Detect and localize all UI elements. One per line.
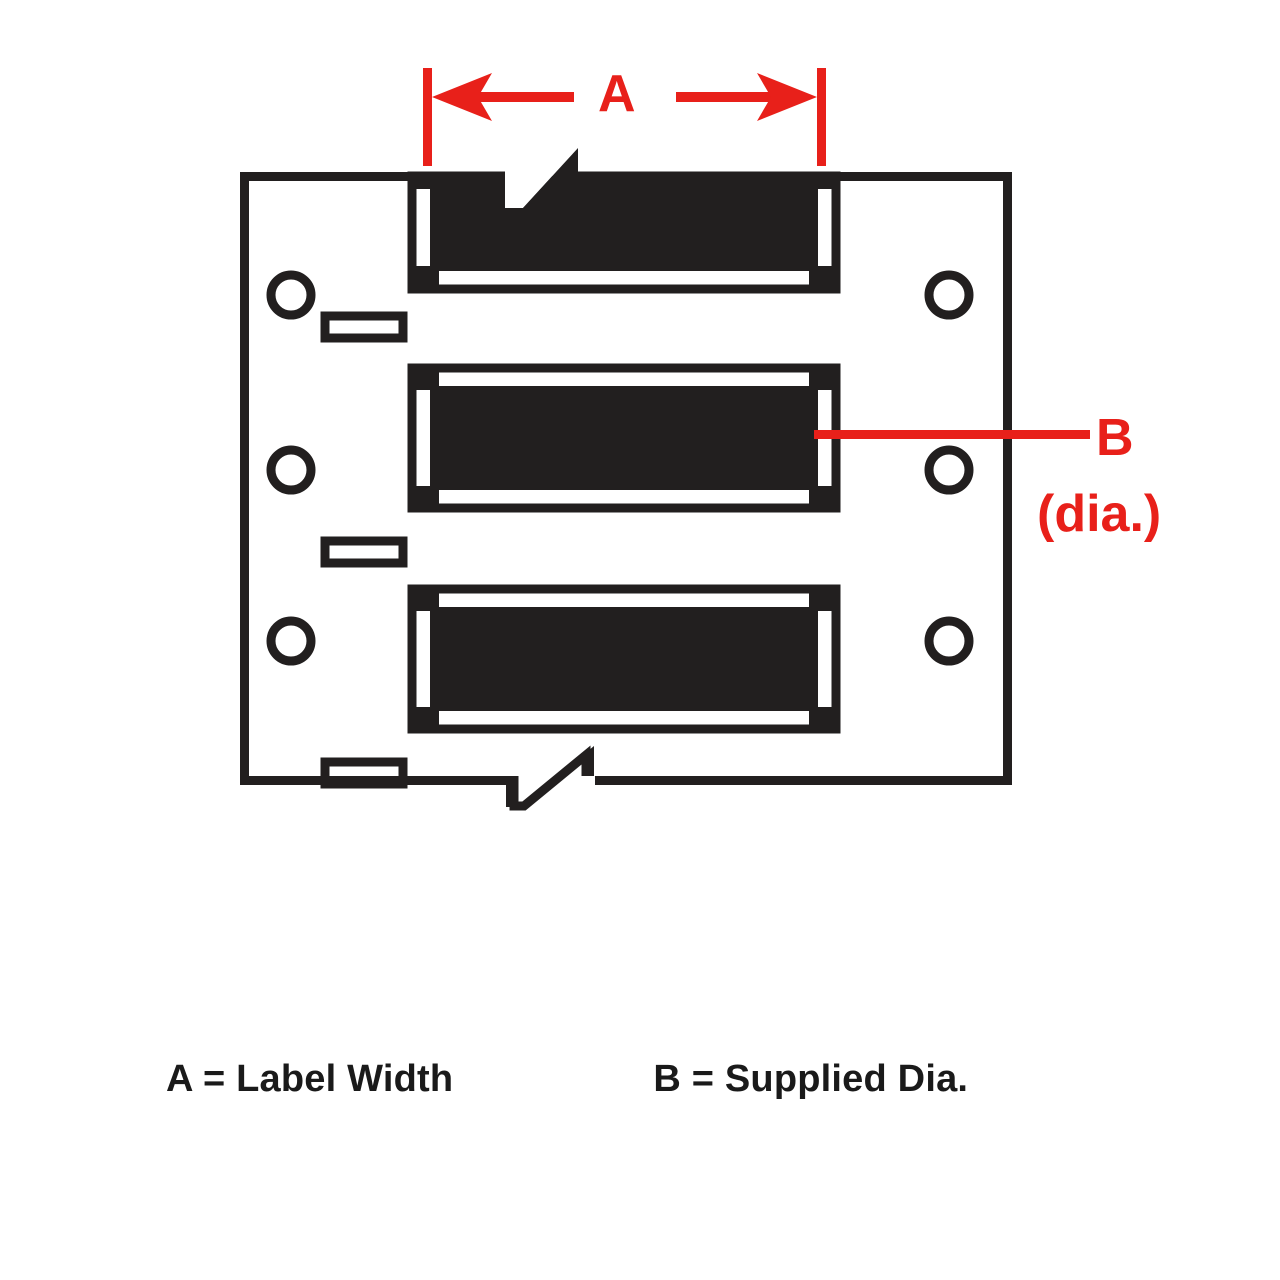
sprocket-hole-left-1 bbox=[266, 270, 316, 320]
sprocket-hole-left-2 bbox=[266, 445, 316, 495]
sprocket-holes-left bbox=[266, 270, 316, 666]
sleeve-top-tab-tl bbox=[412, 176, 439, 189]
dimension-a-tick-left bbox=[423, 68, 432, 166]
sleeve-bottom-tab-tr bbox=[809, 589, 836, 611]
dimension-b-group bbox=[814, 430, 1090, 439]
sleeve-top-tab-tr bbox=[809, 176, 836, 189]
carrier-edge-right bbox=[1003, 172, 1012, 785]
dimension-a-tick-right bbox=[817, 68, 826, 166]
dimension-a-line-left bbox=[452, 92, 574, 102]
sleeve-top bbox=[407, 148, 841, 294]
sleeve-top-tab-bl bbox=[412, 266, 439, 289]
registration-slot-1 bbox=[320, 311, 408, 343]
carrier-edge-left bbox=[240, 172, 249, 785]
registration-slots bbox=[320, 311, 408, 789]
sleeve-top-break-notch bbox=[505, 148, 578, 208]
sleeve-middle-tab-tl bbox=[412, 368, 439, 390]
dimension-a-arrowhead-left bbox=[432, 73, 492, 121]
sleeve-top-fill-shaped bbox=[430, 148, 818, 271]
carrier-break-zigzag-bottom bbox=[509, 745, 591, 811]
legend-item-supplied-dia: B = Supplied Dia. bbox=[653, 1057, 969, 1100]
sleeve-middle-tab-tr bbox=[809, 368, 836, 390]
sprocket-hole-right-3 bbox=[924, 616, 974, 666]
sleeve-bottom-tab-bl bbox=[412, 707, 439, 729]
sleeve-middle-tab-br bbox=[809, 486, 836, 508]
sleeve-bottom-frame bbox=[407, 584, 841, 734]
registration-slot-3 bbox=[320, 757, 408, 789]
sleeve-bottom-tab-tl bbox=[412, 589, 439, 611]
sleeve-top-tab-br bbox=[809, 266, 836, 289]
sleeve-bottom-tab-br bbox=[809, 707, 836, 729]
registration-slot-2 bbox=[320, 536, 408, 568]
sprocket-holes-right bbox=[924, 270, 974, 666]
sleeve-bottom bbox=[407, 584, 841, 734]
legend-item-label-width: A = Label Width bbox=[166, 1057, 454, 1100]
carrier-edge-bottom-right bbox=[595, 776, 1012, 785]
sprocket-hole-right-2 bbox=[924, 445, 974, 495]
sprocket-hole-left-3 bbox=[266, 616, 316, 666]
sprocket-hole-right-1 bbox=[924, 270, 974, 320]
dimension-a-line-right bbox=[676, 92, 798, 102]
dimension-b-label: B bbox=[1096, 409, 1134, 467]
dimension-a-label: A bbox=[598, 65, 636, 123]
dimension-b-leader-line bbox=[814, 430, 1090, 439]
sleeve-bottom-fill bbox=[430, 607, 818, 711]
legend-row: A = Label Width B = Supplied Dia. bbox=[0, 1044, 1280, 1114]
dimension-a-group bbox=[423, 68, 826, 166]
sleeve-middle-fill bbox=[430, 386, 818, 490]
dimension-b-sublabel: (dia.) bbox=[1037, 485, 1162, 543]
sleeve-middle-tab-bl bbox=[412, 486, 439, 508]
sleeve-middle bbox=[407, 363, 841, 513]
dimension-a-arrowhead-right bbox=[757, 73, 817, 121]
